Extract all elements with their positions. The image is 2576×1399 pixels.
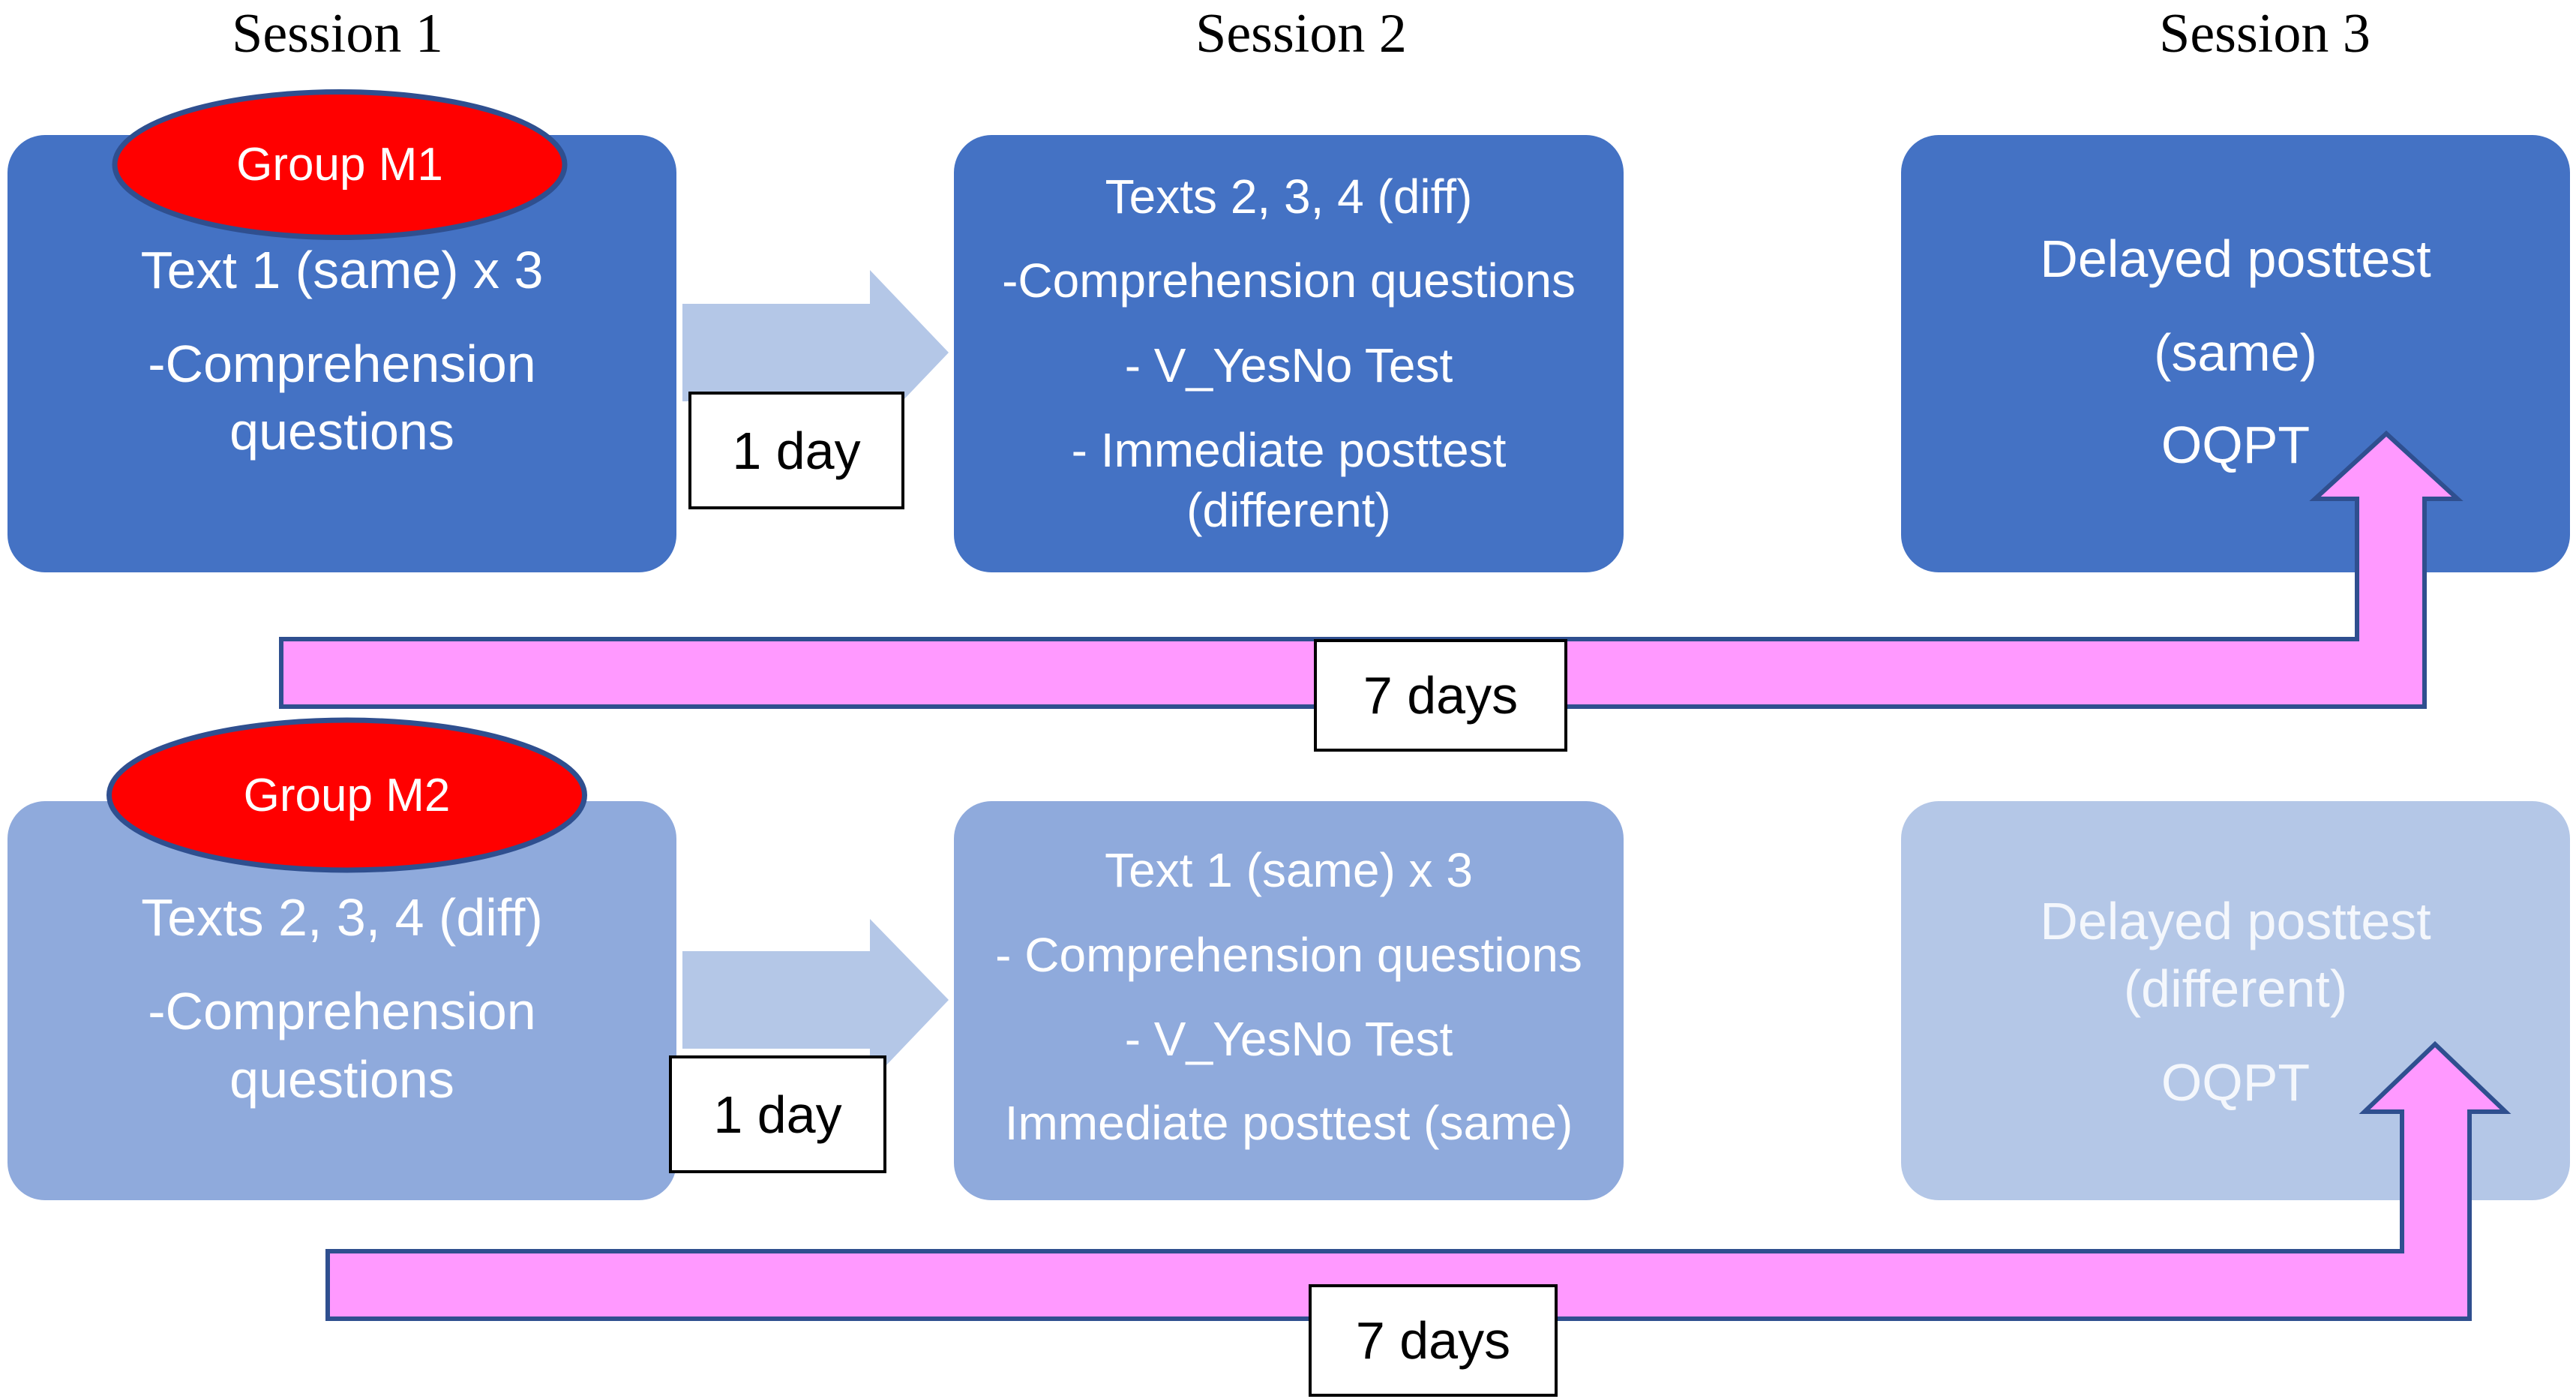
- m2-session1-line2: -Comprehension: [148, 982, 536, 1040]
- m2-1day-arrow: [682, 919, 949, 1082]
- m1-session2-line2: -Comprehension questions: [1002, 254, 1576, 308]
- m2-session2-box: Text 1 (same) x 3 - Comprehension questi…: [954, 801, 1624, 1200]
- m1-session3-line1: Delayed posttest: [2040, 230, 2431, 288]
- group-m1-label: Group M1: [236, 139, 443, 191]
- m1-session2-line1: Texts 2, 3, 4 (diff): [1105, 170, 1473, 224]
- group-m2-label: Group M2: [243, 769, 451, 821]
- m1-7days-label: 7 days: [1314, 639, 1567, 752]
- m1-session1-line2: -Comprehension: [148, 335, 536, 393]
- m2-session2-line1: Text 1 (same) x 3: [1105, 843, 1473, 897]
- m1-session3-box: Delayed posttest (same) OQPT: [1901, 135, 2570, 572]
- group-m2-oval: Group M2: [105, 716, 589, 874]
- session-3-header: Session 3: [2159, 3, 2371, 65]
- group-m1-oval-shape: [112, 89, 568, 240]
- m1-session2-box: Texts 2, 3, 4 (diff) -Comprehension ques…: [954, 135, 1624, 572]
- m1-session3-line2: (same): [2154, 323, 2317, 382]
- group-m2-oval-shape: [106, 717, 587, 873]
- group-m1-oval: Group M1: [111, 88, 568, 242]
- m2-session2-line2: - Comprehension questions: [995, 928, 1582, 982]
- m2-7days-label: 7 days: [1309, 1284, 1558, 1397]
- m1-session2-line4: - Immediate posttest: [1071, 423, 1507, 477]
- m2-session3-line1: Delayed posttest: [2040, 892, 2431, 950]
- m1-session1-line1: Text 1 (same) x 3: [140, 241, 544, 299]
- session-1-header: Session 1: [232, 3, 443, 65]
- m2-1day-label: 1 day: [669, 1055, 886, 1173]
- session-2-header: Session 2: [1195, 3, 1407, 65]
- m2-session2-line4: Immediate posttest (same): [1004, 1096, 1573, 1150]
- m1-1day-label: 1 day: [688, 392, 904, 509]
- m2-session3-line3: OQPT: [2161, 1053, 2311, 1112]
- m2-session1-line1: Texts 2, 3, 4 (diff): [141, 888, 543, 947]
- m1-session2-line3: - V_YesNo Test: [1124, 338, 1453, 392]
- m2-session1-line3: questions: [229, 1050, 454, 1109]
- m2-session2-line3: - V_YesNo Test: [1124, 1012, 1453, 1066]
- m1-session3-line3: OQPT: [2161, 416, 2311, 474]
- m1-session2-line5: (different): [1186, 483, 1391, 537]
- m1-session1-line3: questions: [229, 402, 454, 461]
- m2-session3-line2: (different): [2123, 959, 2348, 1018]
- m2-session3-box: Delayed posttest (different) OQPT: [1901, 801, 2570, 1200]
